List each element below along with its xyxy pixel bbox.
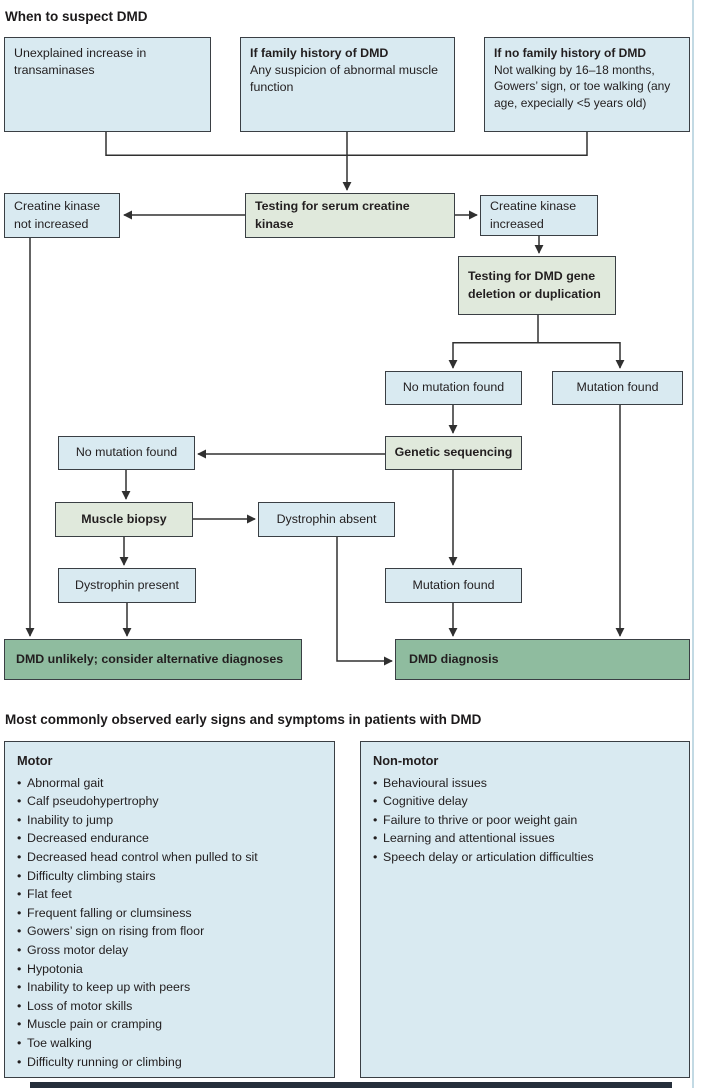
symptom-item: Difficulty climbing stairs — [17, 867, 322, 886]
symptom-item: Behavioural issues — [373, 774, 677, 793]
symptom-item: Gross motor delay — [17, 941, 322, 960]
symptom-item: Calf pseudohypertrophy — [17, 792, 322, 811]
non-motor-symptom-list: Behavioural issuesCognitive delayFailure… — [373, 774, 677, 867]
node-dystrophin-absent: Dystrophin absent — [258, 502, 395, 537]
node-unexplained-transaminases: Unexplained increase in transaminases — [4, 37, 211, 132]
node-body: Dystrophin present — [75, 577, 179, 592]
symptom-item: Learning and attentional issues — [373, 829, 677, 848]
node-body: Dystrophin absent — [276, 511, 377, 526]
node-body: Not walking by 16–18 months, Gowers’ sig… — [494, 62, 671, 110]
motor-symptoms-box: Motor Abnormal gaitCalf pseudohypertroph… — [4, 741, 335, 1078]
node-body: Creatine kinase not increased — [14, 199, 101, 231]
connector-line — [336, 537, 393, 666]
symptom-item: Frequent falling or clumsiness — [17, 904, 322, 923]
symptom-item: Abnormal gait — [17, 774, 322, 793]
node-body: Testing for serum creatine kinase — [255, 199, 410, 231]
heading-early-signs: Most commonly observed early signs and s… — [5, 712, 482, 727]
symptom-item: Inability to jump — [17, 811, 322, 830]
symptom-item: Decreased head control when pulled to si… — [17, 848, 322, 867]
node-dmd-unlikely: DMD unlikely; consider alternative diagn… — [4, 639, 302, 680]
node-body: Any suspicion of abnormal muscle functio… — [250, 63, 439, 95]
symptom-item: Muscle pain or cramping — [17, 1015, 322, 1034]
node-body: Genetic sequencing — [394, 445, 513, 460]
node-body: No mutation found — [75, 445, 178, 460]
node-dmd-diagnosis: DMD diagnosis — [395, 639, 690, 680]
symptom-item: Decreased endurance — [17, 829, 322, 848]
node-body: Mutation found — [412, 577, 495, 592]
node-dystrophin-present: Dystrophin present — [58, 568, 196, 603]
symptom-item: Speech delay or articulation difficultie… — [373, 848, 677, 867]
symptom-item: Cognitive delay — [373, 792, 677, 811]
node-no-mutation-found-right: No mutation found — [385, 371, 522, 405]
heading-when-to-suspect: When to suspect DMD — [5, 9, 148, 24]
node-body: No mutation found — [402, 380, 505, 395]
page-right-border — [692, 0, 694, 1088]
node-mutation-found-lower: Mutation found — [385, 568, 522, 603]
node-body: DMD diagnosis — [409, 651, 499, 666]
node-body: Testing for DMD gene deletion or duplica… — [468, 269, 601, 301]
symptom-item: Gowers’ sign on rising from floor — [17, 922, 322, 941]
node-muscle-biopsy: Muscle biopsy — [55, 502, 193, 537]
node-body: Unexplained increase in transaminases — [14, 46, 147, 78]
node-title: If family history of DMD — [250, 46, 389, 60]
node-family-history: If family history of DMD Any suspicion o… — [240, 37, 455, 132]
symptom-item: Inability to keep up with peers — [17, 978, 322, 997]
motor-symptom-list: Abnormal gaitCalf pseudohypertrophyInabi… — [17, 774, 322, 1072]
bottom-bar — [30, 1082, 672, 1088]
node-body: Muscle biopsy — [81, 511, 167, 526]
non-motor-symptoms-box: Non-motor Behavioural issuesCognitive de… — [360, 741, 690, 1078]
symptom-item: Loss of motor skills — [17, 997, 322, 1016]
node-genetic-sequencing: Genetic sequencing — [385, 436, 522, 470]
symptom-item: Hypotonia — [17, 960, 322, 979]
node-ck-not-increased: Creatine kinase not increased — [4, 193, 120, 238]
node-no-mutation-found-left: No mutation found — [58, 436, 195, 470]
symptom-item: Flat feet — [17, 885, 322, 904]
symptom-item: Difficulty running or climbing — [17, 1053, 322, 1072]
symptom-item: Failure to thrive or poor weight gain — [373, 811, 677, 830]
node-body: Creatine kinase increased — [490, 199, 577, 231]
non-motor-title: Non-motor — [373, 753, 439, 768]
motor-title: Motor — [17, 753, 53, 768]
node-body: DMD unlikely; consider alternative diagn… — [16, 651, 284, 666]
node-title: If no family history of DMD — [494, 46, 647, 60]
node-no-family-history: If no family history of DMD Not walking … — [484, 37, 690, 132]
node-ck-increased: Creatine kinase increased — [480, 195, 598, 236]
node-testing-serum-ck: Testing for serum creatine kinase — [245, 193, 455, 238]
node-mutation-found-right: Mutation found — [552, 371, 683, 405]
node-body: Mutation found — [576, 380, 659, 395]
node-testing-dmd-gene: Testing for DMD gene deletion or duplica… — [458, 256, 616, 315]
symptom-item: Toe walking — [17, 1034, 322, 1053]
